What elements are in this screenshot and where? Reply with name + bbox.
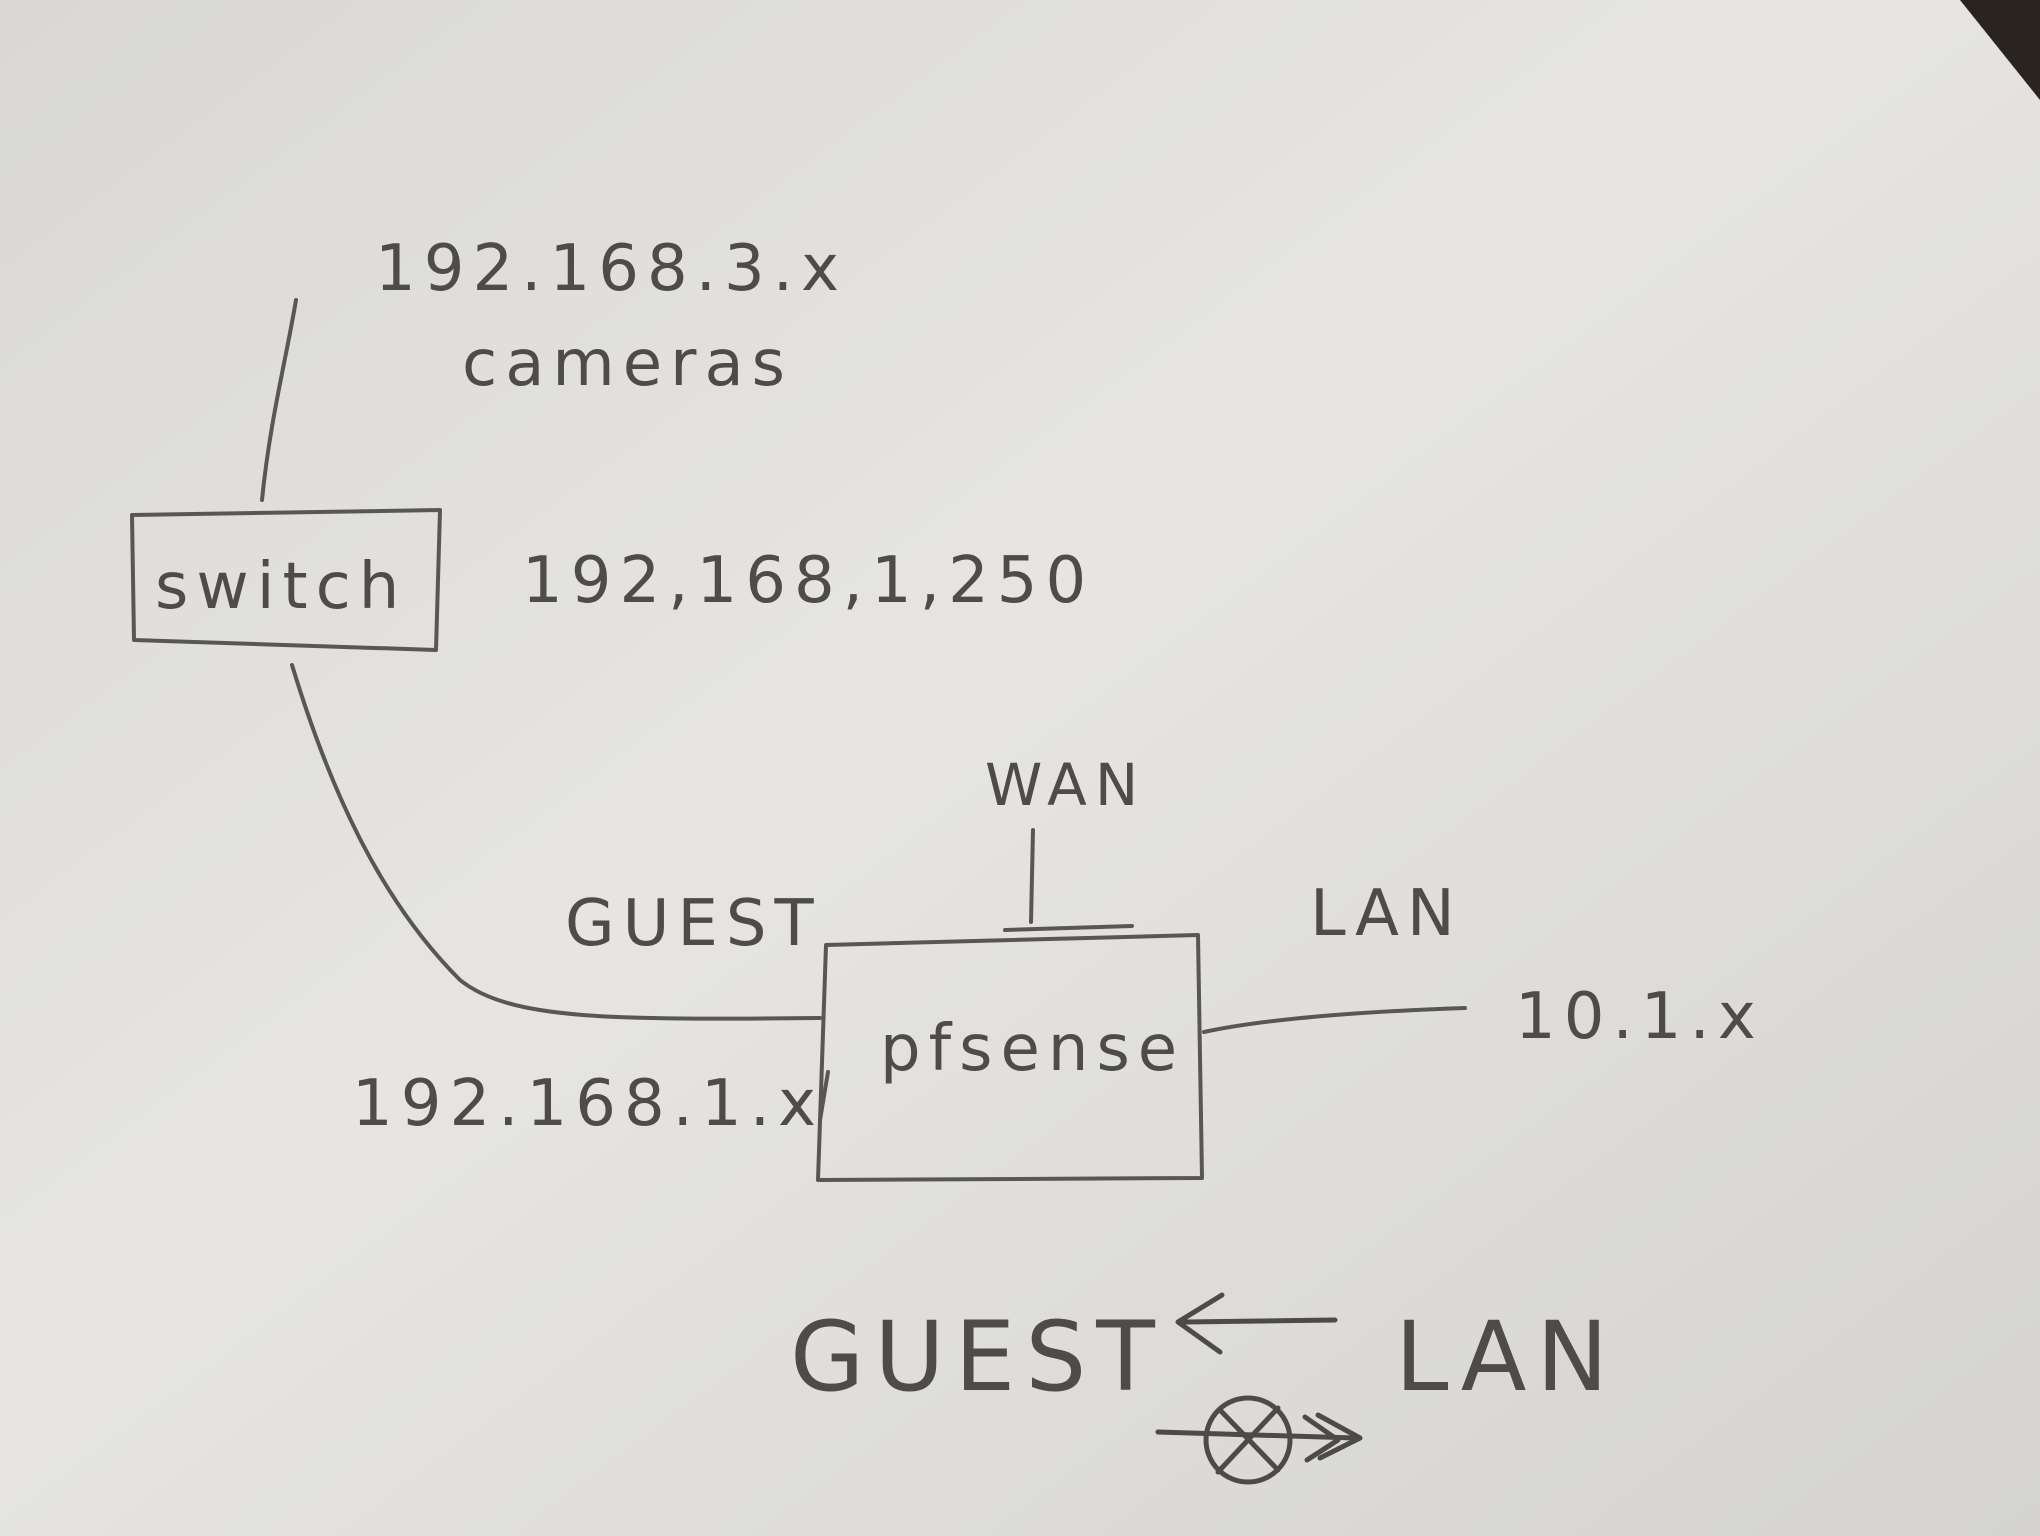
wan-link-line xyxy=(1029,828,1035,924)
pfsense-label: pfsense xyxy=(880,1012,1185,1086)
rule-lan-label: LAN xyxy=(1395,1301,1618,1413)
switch-ip-label: 192,168,1,250 xyxy=(522,544,1094,618)
guest-link-line xyxy=(290,663,822,1021)
blocked-circle-icon xyxy=(1203,1395,1293,1485)
blocked-arrow xyxy=(1155,1395,1363,1485)
guest-label: GUEST xyxy=(565,887,822,961)
pfsense-box-top-stroke xyxy=(1003,924,1134,932)
lan-subnet-label: 10.1.x xyxy=(1515,980,1764,1054)
camera-link-line xyxy=(260,298,298,502)
rule-guest-label: GUEST xyxy=(790,1301,1165,1413)
switch-label: switch xyxy=(155,550,407,624)
allowed-arrow xyxy=(1175,1292,1338,1355)
pfsense-box xyxy=(816,933,1204,1182)
switch-box xyxy=(130,508,442,652)
guest-subnet-label: 192.168.1.x xyxy=(352,1067,824,1141)
camera-label: cameras xyxy=(462,327,793,401)
wan-label: WAN xyxy=(985,751,1146,819)
lan-label: LAN xyxy=(1310,877,1463,951)
camera-subnet-label: 192.168.3.x xyxy=(375,232,847,306)
guest-subnet-bracket xyxy=(818,1070,830,1122)
lan-link-line xyxy=(1202,1006,1467,1034)
